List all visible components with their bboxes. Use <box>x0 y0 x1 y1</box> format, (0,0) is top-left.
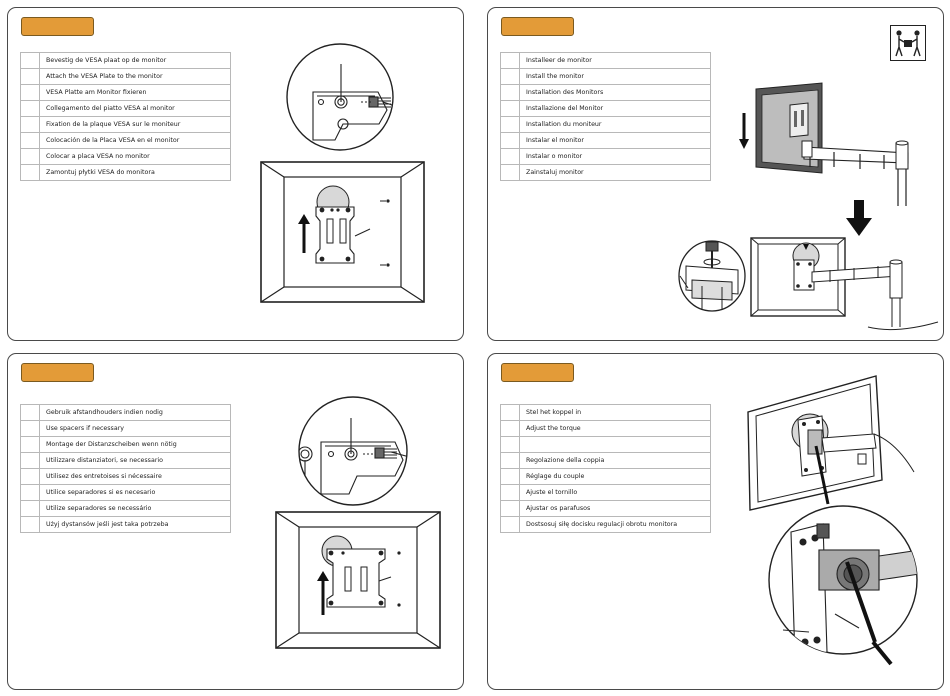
table-row: Montage der Distanzscheiben wenn nötig <box>20 436 231 453</box>
table-row: Użyj dystansów jeśli jest taka potrzeba <box>20 516 231 533</box>
instruction-text: Use spacers if necessary <box>39 420 231 437</box>
table-row: Regolazione della coppia <box>500 452 711 469</box>
instruction-text: Attach the VESA Plate to the monitor <box>39 68 231 85</box>
instruction-text: Instalar el monitor <box>519 132 711 149</box>
table-row: Adjust the torque <box>500 420 711 437</box>
instruction-text: Regolazione della coppia <box>519 452 711 469</box>
instruction-text: Ajuste el tornillo <box>519 484 711 501</box>
table-row: Instalar el monitor <box>500 132 711 149</box>
table-row: Stel het koppel in <box>500 404 711 421</box>
monitor-install-arm-illustration <box>739 82 909 206</box>
table-row: Fixation de la plaque VESA sur le monite… <box>20 116 231 133</box>
instruction-text: Installation des Monitors <box>519 84 711 101</box>
instruction-text: Utilisez des entretoises si nécessaire <box>39 468 231 485</box>
instruction-text: Montage der Distanzscheiben wenn nötig <box>39 436 231 453</box>
instruction-text: Utilizzare distanziatori, se necessario <box>39 452 231 469</box>
table-row <box>500 436 711 453</box>
table-row: Réglage du couple <box>500 468 711 485</box>
table-row: Collegamento del piatto VESA al monitor <box>20 100 231 117</box>
instruction-text: Zainstaluj monitor <box>519 164 711 181</box>
instruction-table-4: Stel het koppel in Adjust the torque Reg… <box>500 404 711 533</box>
table-row: Installation du moniteur <box>500 116 711 133</box>
table-row: Install the monitor <box>500 68 711 85</box>
torque-detail-illustration <box>768 505 918 666</box>
instruction-text: Installation du moniteur <box>519 116 711 133</box>
table-row: Dostsosuj siłę docisku regulacji obrotu … <box>500 516 711 533</box>
vesa-screw-detail-illustration <box>286 43 394 151</box>
instruction-text: Adjust the torque <box>519 420 711 437</box>
instruction-text: Réglage du couple <box>519 468 711 485</box>
step-panel-2: Installeer de monitor Install the monito… <box>487 7 944 341</box>
locking-screw-detail-illustration <box>678 240 746 312</box>
instruction-text: Ajustar os parafusos <box>519 500 711 517</box>
instruction-text: Collegamento del piatto VESA al monitor <box>39 100 231 117</box>
step-badge-2 <box>501 17 574 36</box>
table-row: Bevestig de VESA plaat op de monitor <box>20 52 231 69</box>
monitor-back-view-illustration <box>260 161 425 303</box>
instruction-table-2: Installeer de monitor Install the monito… <box>500 52 711 181</box>
table-row: Colocación de la Placa VESA en el monito… <box>20 132 231 149</box>
table-row: Ajuste el tornillo <box>500 484 711 501</box>
table-row: Instalar o monitor <box>500 148 711 165</box>
table-row: Utilice separadores si es necesario <box>20 484 231 501</box>
instruction-text: Utilice separadores si es necesario <box>39 484 231 501</box>
instruction-text: Stel het koppel in <box>519 404 711 421</box>
instruction-text: Colocar a placa VESA no monitor <box>39 148 231 165</box>
step-panel-1: Bevestig de VESA plaat op de monitor Att… <box>7 7 464 341</box>
mounted-monitor-illustration <box>750 237 939 331</box>
two-person-lift-icon <box>890 25 926 61</box>
instruction-text: Install the monitor <box>519 68 711 85</box>
instruction-text: Utilize separadores se necessário <box>39 500 231 517</box>
table-row: Use spacers if necessary <box>20 420 231 437</box>
step-panel-3: Gebruik afstandhouders indien nodig Use … <box>7 353 464 690</box>
step-badge-3 <box>21 363 94 382</box>
instruction-text: Instalar o monitor <box>519 148 711 165</box>
down-arrow-icon <box>846 200 872 236</box>
step-panel-4: Stel het koppel in Adjust the torque Reg… <box>487 353 944 690</box>
table-row: Utilisez des entretoises si nécessaire <box>20 468 231 485</box>
table-row: Installeer de monitor <box>500 52 711 69</box>
instruction-text: Użyj dystansów jeśli jest taka potrzeba <box>39 516 231 533</box>
instruction-table-3: Gebruik afstandhouders indien nodig Use … <box>20 404 231 533</box>
table-row: Utilize separadores se necessário <box>20 500 231 517</box>
instruction-text <box>519 436 711 453</box>
table-row: Installazione del Monitor <box>500 100 711 117</box>
instruction-text: Installazione del Monitor <box>519 100 711 117</box>
torque-adjust-illustration <box>747 375 915 511</box>
instruction-text: Gebruik afstandhouders indien nodig <box>39 404 231 421</box>
monitor-back-spacers-illustration <box>275 511 441 649</box>
table-row: Installation des Monitors <box>500 84 711 101</box>
instruction-text: Colocación de la Placa VESA en el monito… <box>39 132 231 149</box>
instruction-text: VESA Platte am Monitor fixieren <box>39 84 231 101</box>
instruction-text: Zamontuj płytki VESA do monitora <box>39 164 231 181</box>
table-row: VESA Platte am Monitor fixieren <box>20 84 231 101</box>
table-row: Zamontuj płytki VESA do monitora <box>20 164 231 181</box>
table-row: Ajustar os parafusos <box>500 500 711 517</box>
step-badge-4 <box>501 363 574 382</box>
table-row: Gebruik afstandhouders indien nodig <box>20 404 231 421</box>
instruction-text: Fixation de la plaque VESA sur le monite… <box>39 116 231 133</box>
instruction-text: Installeer de monitor <box>519 52 711 69</box>
spacer-screw-detail-illustration <box>298 396 408 506</box>
table-row: Attach the VESA Plate to the monitor <box>20 68 231 85</box>
step-badge-1 <box>21 17 94 36</box>
instruction-text: Dostsosuj siłę docisku regulacji obrotu … <box>519 516 711 533</box>
instruction-text: Bevestig de VESA plaat op de monitor <box>39 52 231 69</box>
instruction-table-1: Bevestig de VESA plaat op de monitor Att… <box>20 52 231 181</box>
table-row: Colocar a placa VESA no monitor <box>20 148 231 165</box>
table-row: Zainstaluj monitor <box>500 164 711 181</box>
table-row: Utilizzare distanziatori, se necessario <box>20 452 231 469</box>
